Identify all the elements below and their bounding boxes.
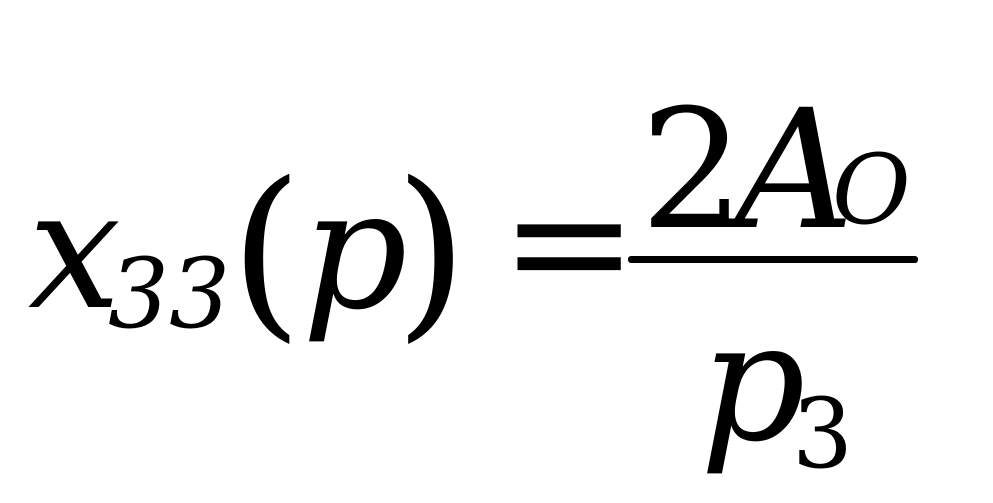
numerator-coefficient: 2 [640, 74, 745, 266]
denominator-variable: p [700, 286, 806, 478]
lhs-argument: p [302, 154, 408, 346]
equals-sign: = [500, 146, 639, 338]
open-parenthesis: ( [230, 142, 303, 359]
numerator-subscript: O [832, 134, 911, 246]
numerator-variable: A [735, 74, 855, 266]
close-parenthesis: ) [395, 142, 468, 359]
fraction-bar [628, 256, 918, 263]
lhs-subscript: 33 [108, 238, 231, 350]
lhs-variable: x [28, 154, 122, 346]
denominator-subscript: 3 [792, 378, 854, 490]
